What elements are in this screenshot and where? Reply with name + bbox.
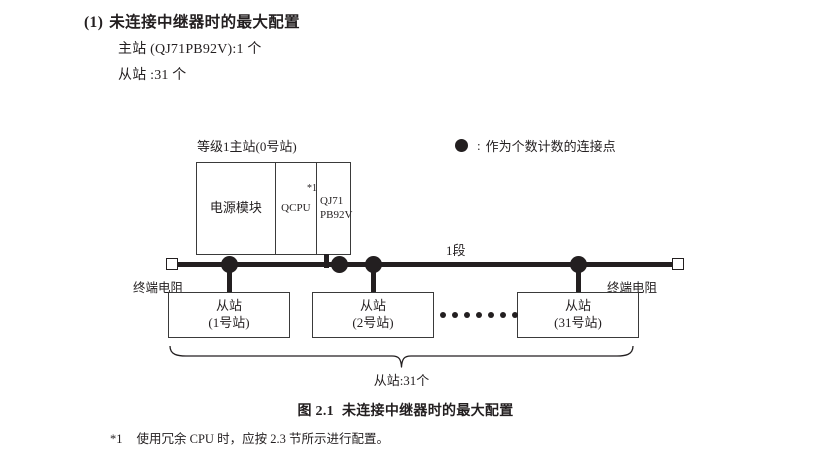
slave-drop-line-2 [371, 266, 376, 292]
connection-point-dot [221, 256, 238, 273]
connection-point-dot [570, 256, 587, 273]
footnote-marker: *1 [110, 432, 123, 446]
master-cell-power-supply-label: 电源模块 [209, 200, 262, 216]
slave-station-box-1: 从站 (1号站) [168, 292, 290, 338]
terminal-resistor-right-label: 终端电阻 [607, 281, 658, 295]
terminal-resistor-left-icon [166, 258, 178, 270]
master-cell-cpu-label: QCPU [281, 202, 311, 215]
filled-circle-icon [455, 139, 468, 152]
master-cell-network-module: QJ71 PB92V [317, 163, 353, 254]
slave-station-box-31: 从站 (31号站) [517, 292, 639, 338]
bus-trunk-line [176, 262, 677, 267]
master-station-box: 电源模块 QCPU *1 QJ71 PB92V [196, 162, 353, 255]
slave-group-brace-label-text: 从站:31个 [373, 373, 430, 388]
connection-point-dot [365, 256, 382, 273]
legend: : 作为个数计数的连接点 [455, 136, 616, 155]
spec-master-count: 主站 (QJ71PB92V):1 个 [118, 42, 262, 57]
legend-colon: : [477, 137, 481, 153]
master-cell-network-module-label-line1: QJ71 [320, 194, 344, 207]
figure-caption: 图 2.1 未连接中继器时的最大配置 [0, 400, 821, 420]
slave-station-1-number: (1号站) [208, 315, 250, 330]
slave-drop-line-1 [227, 266, 232, 292]
segment-label: 1段 [446, 243, 466, 258]
master-cell-network-module-label-line2: PB92V [320, 208, 353, 221]
master-station-caption: 等级1主站(0号站) [197, 139, 297, 154]
slave-station-31-number: (31号站) [554, 315, 602, 330]
spec-slave-count: 从站 :31 个 [118, 68, 187, 83]
section-title-text: 未连接中继器时的最大配置 [109, 14, 301, 31]
figure-caption-text: 未连接中继器时的最大配置 [341, 404, 514, 419]
master-drop-line [324, 254, 329, 268]
terminal-resistor-left-label: 终端电阻 [133, 281, 184, 295]
page-title: (1) 未连接中继器时的最大配置 [84, 10, 300, 32]
connection-point-dot [331, 256, 348, 273]
footnote-text: 使用冗余 CPU 时，应按 2.3 节所示进行配置。 [136, 432, 389, 446]
figure-number: 图 2.1 [297, 404, 334, 419]
slave-station-2-number: (2号站) [352, 315, 394, 330]
cpu-footnote-marker: *1 [307, 183, 317, 194]
ellipsis-dots [440, 312, 518, 318]
slave-station-1-label: 从站 [215, 298, 242, 314]
master-cell-cpu: QCPU *1 [276, 163, 317, 254]
slave-station-box-2: 从站 (2号站) [312, 292, 434, 338]
slave-group-brace [168, 346, 635, 368]
slave-drop-line-31 [576, 266, 581, 292]
master-cell-power-supply: 电源模块 [197, 163, 276, 254]
footnote: *1 使用冗余 CPU 时，应按 2.3 节所示进行配置。 [110, 428, 389, 447]
legend-label: 作为个数计数的连接点 [485, 139, 616, 154]
section-number: (1) [84, 14, 104, 31]
slave-station-2-label: 从站 [359, 298, 386, 314]
slave-station-31-label: 从站 [564, 298, 591, 314]
slave-group-brace-label: 从站:31个 [0, 370, 821, 389]
terminal-resistor-right-icon [672, 258, 684, 270]
